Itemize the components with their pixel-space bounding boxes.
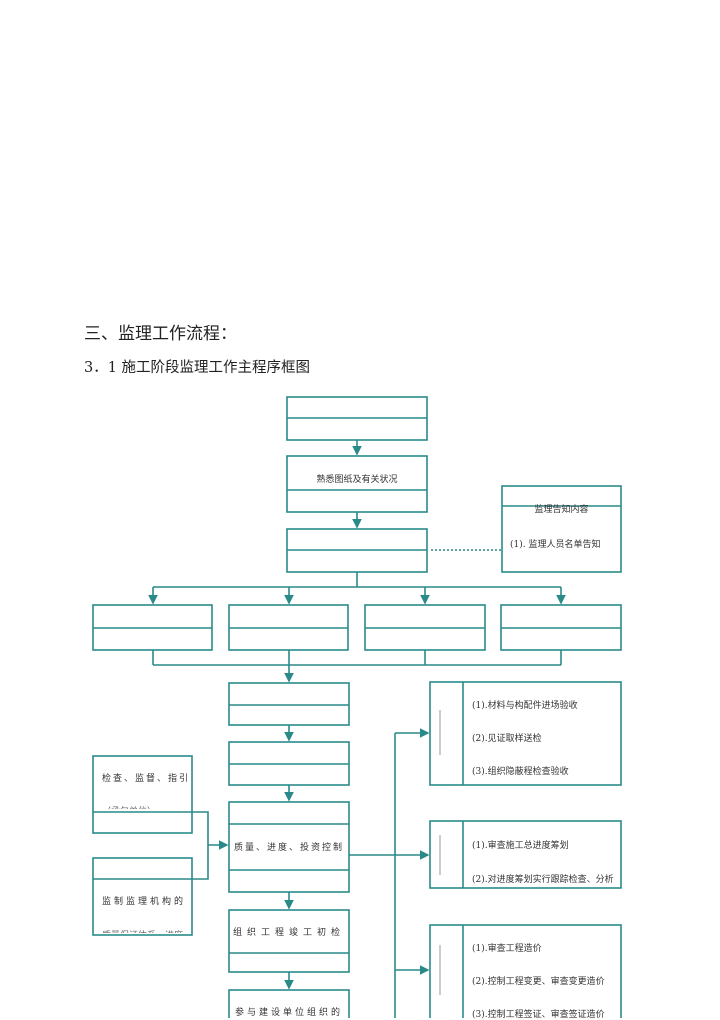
subsection-heading: 3．1 施工阶段监理工作主程序框图 xyxy=(84,360,311,376)
inspect-box: 检查、监督、指引 xyxy=(102,774,191,784)
cost-item: (1).审查工程造价 xyxy=(472,944,542,954)
notice-item: (1). 监理人员名单告知 xyxy=(510,540,601,550)
section-heading: 三、监理工作流程： xyxy=(84,324,237,344)
participate-box: 参与建设单位组织的 xyxy=(234,1008,343,1018)
familiarize-drawings-box: 熟悉图纸及有关状况 xyxy=(316,475,398,485)
inspect-clipped: （承包单位） xyxy=(102,804,156,809)
cost-item: (2).控制工程变更、审查变更造价 xyxy=(472,977,605,987)
quality-item: (3).组织隐蔽程检查验收 xyxy=(472,767,569,777)
supervise-box: 监制监理机构的 xyxy=(102,897,187,907)
quality-item: (2).见证取样送检 xyxy=(472,734,542,744)
control-box: 质量、进度、投资控制 xyxy=(233,843,344,853)
cost-item: (3).控制工程签证、审查签证造价 xyxy=(472,1010,605,1020)
schedule-item: (2).对进度筹划实行跟踪检查、分析 xyxy=(472,875,614,885)
notice-title: 监理告知内容 xyxy=(534,505,589,515)
initial-inspection-box: 组织工程竣工初检 xyxy=(232,928,345,938)
schedule-item: (1).审查施工总进度筹划 xyxy=(472,841,569,851)
quality-item: (1).材料与构配件进场验收 xyxy=(472,701,578,711)
supervise-clipped: 质量保证体系、进度 xyxy=(102,928,183,933)
